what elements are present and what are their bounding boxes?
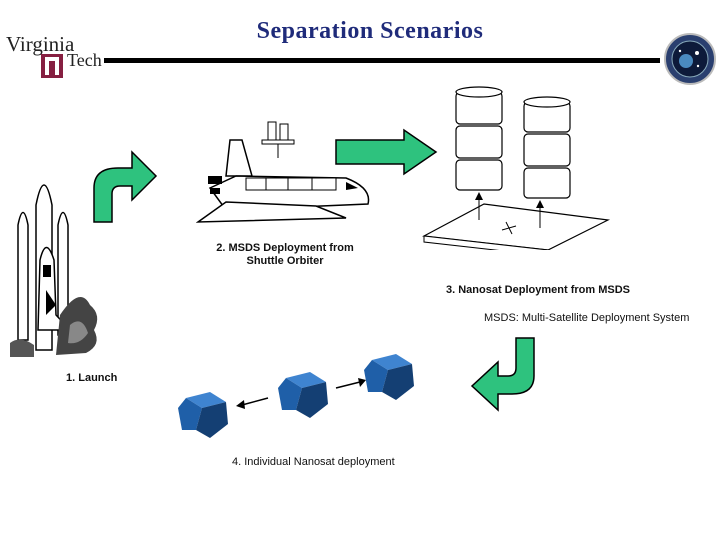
step-1-label: 1. Launch — [66, 372, 118, 384]
step-3-label: 3. Nanosat Deployment from MSDS — [446, 284, 630, 296]
step-4-label: 4. Individual Nanosat deployment — [232, 456, 395, 468]
msds-definition: MSDS: Multi-Satellite Deployment System — [484, 312, 690, 324]
curved-arrow-icon — [93, 150, 158, 223]
curved-arrow-icon — [470, 337, 535, 412]
title-rule — [104, 58, 660, 63]
step-2-label-line1: 2. MSDS Deployment from — [216, 242, 354, 254]
nanosat-cube-icon — [278, 372, 328, 418]
straight-arrow-icon — [335, 128, 438, 176]
separation-arrow-icon — [236, 397, 269, 409]
shuttle-orbiter-icon — [196, 121, 370, 223]
logo-text-virginia: Virginia — [6, 32, 75, 56]
mission-seal-icon — [664, 33, 716, 85]
step-2-label-line2: Shuttle Orbiter — [246, 255, 324, 267]
nanosat-cube-icon — [178, 392, 228, 438]
separation-arrow-icon — [335, 378, 366, 389]
nanosat-cube-icon — [364, 354, 414, 400]
slide-title: Separation Scenarios — [256, 18, 484, 44]
launch-shuttle-icon — [10, 184, 98, 357]
virginia-tech-logo — [41, 54, 63, 78]
msds-platform-icon — [422, 86, 610, 250]
logo-text-tech: Tech — [67, 50, 102, 70]
